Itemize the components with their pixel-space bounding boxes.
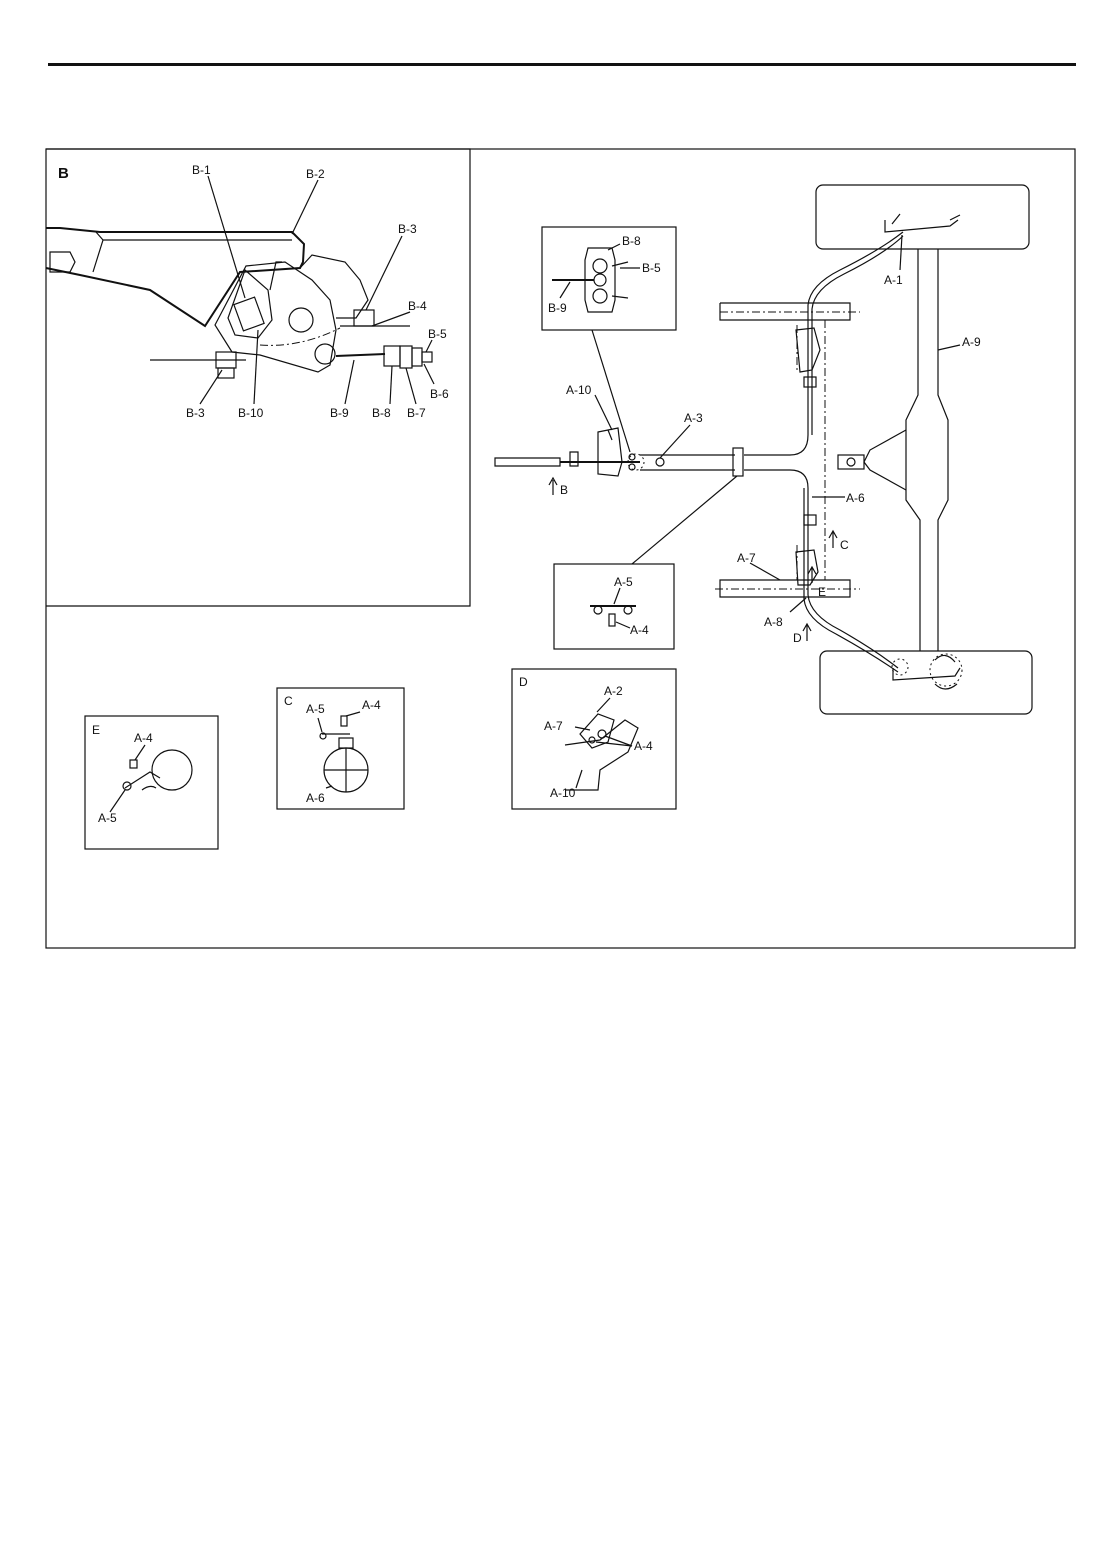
label-a8: A-8	[764, 615, 783, 629]
detail-e-label-a5: A-5	[98, 811, 117, 825]
detail-b-panel: B B-	[46, 149, 470, 606]
label-a1: A-1	[884, 273, 903, 287]
label-b6: B-6	[430, 387, 449, 401]
detail-e-panel: E A-4 A-5	[85, 716, 218, 849]
detail-d-label-a2: A-2	[604, 684, 623, 698]
chassis-view: A-1 A-9 A-10 A-3 A-6 A-7 A-8 C E D B	[495, 185, 1032, 714]
label-b3-top: B-3	[398, 222, 417, 236]
arrow-label-b: B	[560, 483, 568, 497]
detail-c-label-a4: A-4	[362, 698, 381, 712]
inset-clamp: A-5 A-4	[554, 476, 737, 649]
detail-c-title: C	[284, 694, 293, 708]
label-a6: A-6	[846, 491, 865, 505]
detail-d-title: D	[519, 675, 528, 689]
label-b5: B-5	[428, 327, 447, 341]
label-b1: B-1	[192, 163, 211, 177]
front-wheel	[816, 185, 1029, 249]
figure-frame	[46, 149, 1075, 948]
detail-c-label-a6: A-6	[306, 791, 325, 805]
label-b2: B-2	[306, 167, 325, 181]
inset-label-b5: B-5	[642, 261, 661, 275]
label-b9: B-9	[330, 406, 349, 420]
arrow-label-e: E	[818, 585, 826, 599]
label-a10: A-10	[566, 383, 592, 397]
detail-d-label-a10: A-10	[550, 786, 576, 800]
label-a9: A-9	[962, 335, 981, 349]
label-b3-bottom: B-3	[186, 406, 205, 420]
parking-brake-cable-diagram: B B-	[0, 0, 1120, 1000]
label-b4: B-4	[408, 299, 427, 313]
arrow-label-c: C	[840, 538, 849, 552]
detail-c-label-a5: A-5	[306, 702, 325, 716]
inset-label-b9: B-9	[548, 301, 567, 315]
detail-d-label-a4: A-4	[634, 739, 653, 753]
label-a7: A-7	[737, 551, 756, 565]
arrow-label-d: D	[793, 631, 802, 645]
label-b8: B-8	[372, 406, 391, 420]
detail-b-title: B	[58, 165, 69, 182]
inset-equalizer: B-8 B-5 B-9	[542, 227, 676, 452]
detail-e-title: E	[92, 723, 100, 737]
label-b7: B-7	[407, 406, 426, 420]
inset-label-a4: A-4	[630, 623, 649, 637]
detail-d-panel: D A-2 A-7 A-4 A-10	[512, 669, 676, 809]
detail-d-label-a7: A-7	[544, 719, 563, 733]
inset-label-b8: B-8	[622, 234, 641, 248]
rear-wheel	[820, 651, 1032, 714]
label-a3: A-3	[684, 411, 703, 425]
detail-e-label-a4: A-4	[134, 731, 153, 745]
detail-c-panel: C A-5 A-4 A-6	[277, 688, 404, 809]
label-b10: B-10	[238, 406, 264, 420]
inset-label-a5: A-5	[614, 575, 633, 589]
